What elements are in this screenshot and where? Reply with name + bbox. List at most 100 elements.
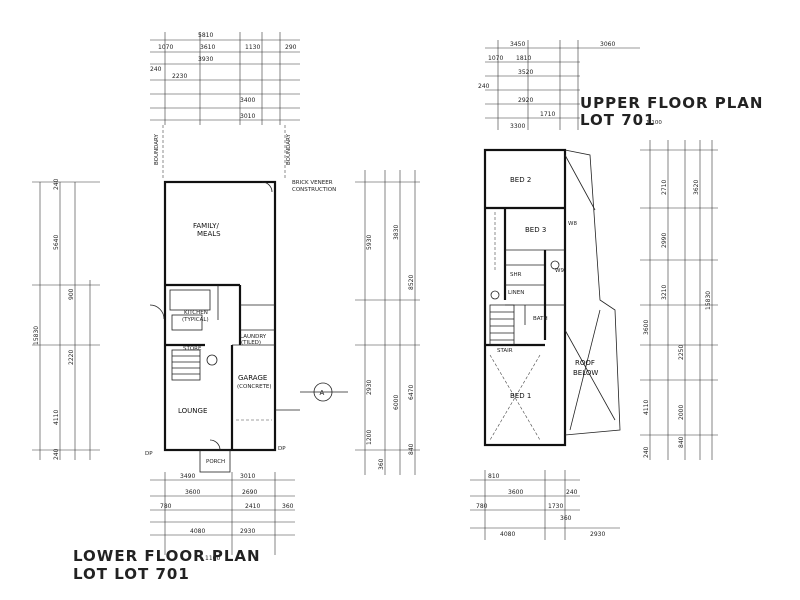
dim-3600: 3600 <box>508 489 523 496</box>
dim-240: 240 <box>643 446 650 458</box>
dim-1200: 1200 <box>366 430 373 445</box>
room-kitchen-2: (TYPICAL) <box>182 317 209 323</box>
room-garage-2: (CONCRETE) <box>237 384 272 390</box>
room-bed-1: BED 1 <box>510 392 531 400</box>
dim-4080: 4080 <box>190 528 205 535</box>
upper-bottom-dimension-chains: 810 3600 240 1730 4080 2930 780 360 <box>470 470 620 540</box>
dim-240-top: 240 <box>53 178 60 190</box>
dim-6000: 6000 <box>393 395 400 410</box>
dim-3620: 3620 <box>693 180 700 195</box>
dim-8520: 8520 <box>408 275 415 290</box>
dim-2710: 2710 <box>661 180 668 195</box>
dim-290: 290 <box>285 44 297 51</box>
dim-5810: 5810 <box>198 32 213 39</box>
boundary-label-right: BOUNDARY <box>286 133 292 165</box>
dim-3520: 3520 <box>518 69 533 76</box>
room-laundry-2: (TILED) <box>241 340 261 346</box>
upper-floor-plan: 3450 3060 1070 1810 3520 2920 240 1710 3… <box>470 40 763 540</box>
window-w9: W9 <box>555 268 564 274</box>
dim-3610: 3610 <box>200 44 215 51</box>
upper-floor-plan-lot: LOT 701 <box>580 111 656 129</box>
boundary-label-left: BOUNDARY <box>154 133 160 165</box>
room-linen: LINEN <box>508 290 524 296</box>
exhaust-fan-icon <box>490 290 500 300</box>
dim-2250: 2250 <box>678 345 685 360</box>
room-roof-below-2: BELOW <box>573 369 598 377</box>
dim-4080: 4080 <box>500 531 515 538</box>
window-w8: W8 <box>568 221 577 227</box>
dim-3930: 3930 <box>198 56 213 63</box>
dim-1810: 1810 <box>516 55 531 62</box>
dim-4110: 4110 <box>643 400 650 415</box>
room-lounge: LOUNGE <box>178 407 207 415</box>
dim-2930: 2930 <box>366 380 373 395</box>
dim-1100: 1100 <box>205 555 220 562</box>
dim-360: 360 <box>560 515 572 522</box>
dim-3600: 3600 <box>643 320 650 335</box>
room-store: STORE <box>183 346 202 352</box>
downpipe-label-1: DP <box>145 451 153 457</box>
dim-15830: 15830 <box>705 291 712 310</box>
dim-1070: 1070 <box>158 44 173 51</box>
dim-2000: 2000 <box>678 405 685 420</box>
dim-3010: 3010 <box>240 113 255 120</box>
lower-floor-plan-lot: LOT LOT 701 <box>73 565 190 583</box>
dim-240-bottom: 240 <box>53 448 60 460</box>
section-marker-label: A <box>320 389 325 397</box>
room-roof-below: ROOF <box>575 359 595 367</box>
upper-top-dimension-chains: 3450 3060 1070 1810 3520 2920 240 1710 3… <box>478 40 640 130</box>
upper-right-dimension-chains: 2710 3620 2990 3210 3600 15830 2250 4110… <box>640 140 718 460</box>
dim-240: 240 <box>150 66 162 73</box>
lower-right-dimension-chains: 5930 8520 3830 2930 6470 6000 360 840 12… <box>355 170 420 475</box>
upper-floor-plan-scale: 1:100 <box>646 120 662 126</box>
upper-floor-plan-title: UPPER FLOOR PLAN <box>580 94 763 112</box>
dim-2220: 2220 <box>68 350 75 365</box>
dim-3060: 3060 <box>600 41 615 48</box>
room-shower: SHR <box>510 272 522 278</box>
lower-left-dimension-chains: 240 5640 15830 4110 240 2220 900 <box>32 178 100 460</box>
room-laundry: LAUNDRY <box>240 334 267 340</box>
dim-6470: 6470 <box>408 385 415 400</box>
dim-1710: 1710 <box>540 111 555 118</box>
upper-outer-wall <box>483 148 567 447</box>
room-bed-3: BED 3 <box>525 226 546 234</box>
dim-780: 780 <box>476 503 488 510</box>
lower-stair <box>171 349 201 381</box>
dim-810: 810 <box>488 473 500 480</box>
dim-360: 360 <box>282 503 294 510</box>
lower-bottom-dimension-chains: 3490 3010 3600 2690 780 2410 360 4080 29… <box>150 472 295 562</box>
dim-2920: 2920 <box>518 97 533 104</box>
dim-1730: 1730 <box>548 503 563 510</box>
dim-15830: 15830 <box>33 326 40 345</box>
dim-240: 240 <box>478 83 490 90</box>
dim-2410: 2410 <box>245 503 260 510</box>
room-garage: GARAGE <box>238 374 267 382</box>
dim-3830: 3830 <box>393 225 400 240</box>
dim-2930: 2930 <box>590 531 605 538</box>
upper-stair-label: STAIR <box>497 348 513 354</box>
dim-3600: 3600 <box>185 489 200 496</box>
dim-360: 360 <box>378 458 385 470</box>
porch-outline <box>199 449 231 473</box>
dim-2690: 2690 <box>242 489 257 496</box>
dim-2990: 2990 <box>661 233 668 248</box>
dim-3490: 3490 <box>180 473 195 480</box>
room-bath: BATH <box>533 316 548 322</box>
roof-below-outline <box>564 149 621 436</box>
brick-veneer-note: BRICK VENEER <box>292 180 333 186</box>
construction-note: CONSTRUCTION <box>292 187 336 193</box>
dim-3400: 3400 <box>240 97 255 104</box>
dim-4110: 4110 <box>53 410 60 425</box>
downpipe-label-2: DP <box>278 446 286 452</box>
dim-3210: 3210 <box>661 285 668 300</box>
dim-1070: 1070 <box>488 55 503 62</box>
lower-floor-plan: 5810 1070 3610 1130 290 3930 240 2230 34… <box>32 32 420 583</box>
room-kitchen: KITCHEN <box>184 310 208 316</box>
lower-top-dimension-chains: 5810 1070 3610 1130 290 3930 240 2230 34… <box>150 32 300 125</box>
hot-water-unit-icon <box>206 354 218 366</box>
upper-stair <box>489 304 515 346</box>
dim-3010: 3010 <box>240 473 255 480</box>
section-marker-circle <box>313 382 333 402</box>
dim-900: 900 <box>68 288 75 300</box>
